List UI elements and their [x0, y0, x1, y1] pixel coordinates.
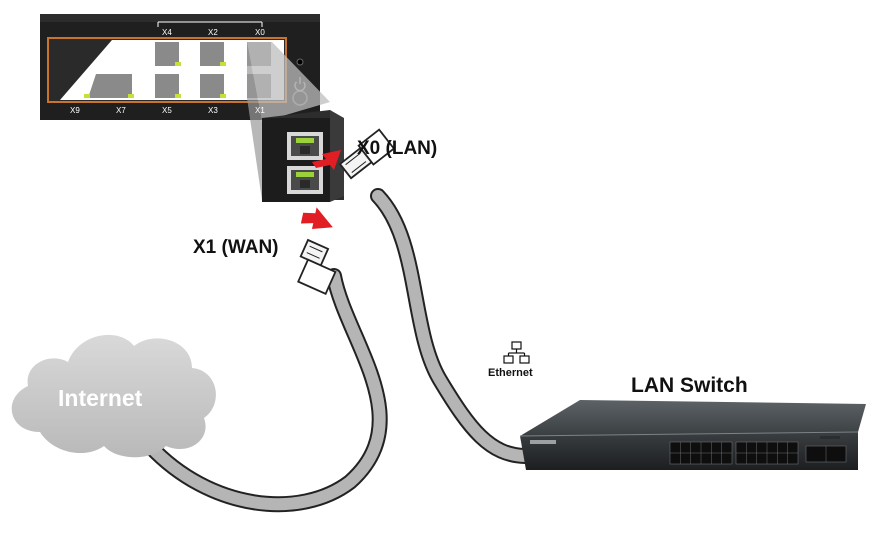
- port-label-bottom: X7: [116, 106, 126, 115]
- zoom-projection: [247, 42, 330, 122]
- port-label-bottom: X5: [162, 106, 172, 115]
- lan-switch-label: LAN Switch: [631, 374, 748, 397]
- wan-arrow-icon: [300, 207, 333, 229]
- port: [88, 74, 132, 98]
- port-label-top: X4: [162, 28, 172, 37]
- lan-rj45-connector: [338, 128, 396, 180]
- port-label-top: X2: [208, 28, 218, 37]
- port-closeup: [262, 110, 344, 202]
- x1-wan-label: X1 (WAN): [193, 237, 279, 258]
- wan-rj45-connector: [297, 238, 337, 296]
- lan-switch-device: [519, 400, 866, 470]
- internet-label: Internet: [58, 385, 143, 411]
- x0-lan-label: X0 (LAN): [357, 138, 438, 159]
- internet-cloud: [11, 334, 216, 458]
- port-label-bottom: X3: [208, 106, 218, 115]
- network-icon: [503, 341, 530, 364]
- ethernet-label: Ethernet: [488, 367, 533, 379]
- port-label-bottom: X1: [255, 106, 265, 115]
- port-label-top: X0: [255, 28, 265, 37]
- lan-arrow-icon: [312, 150, 341, 170]
- port-label-bottom: X9: [70, 106, 80, 115]
